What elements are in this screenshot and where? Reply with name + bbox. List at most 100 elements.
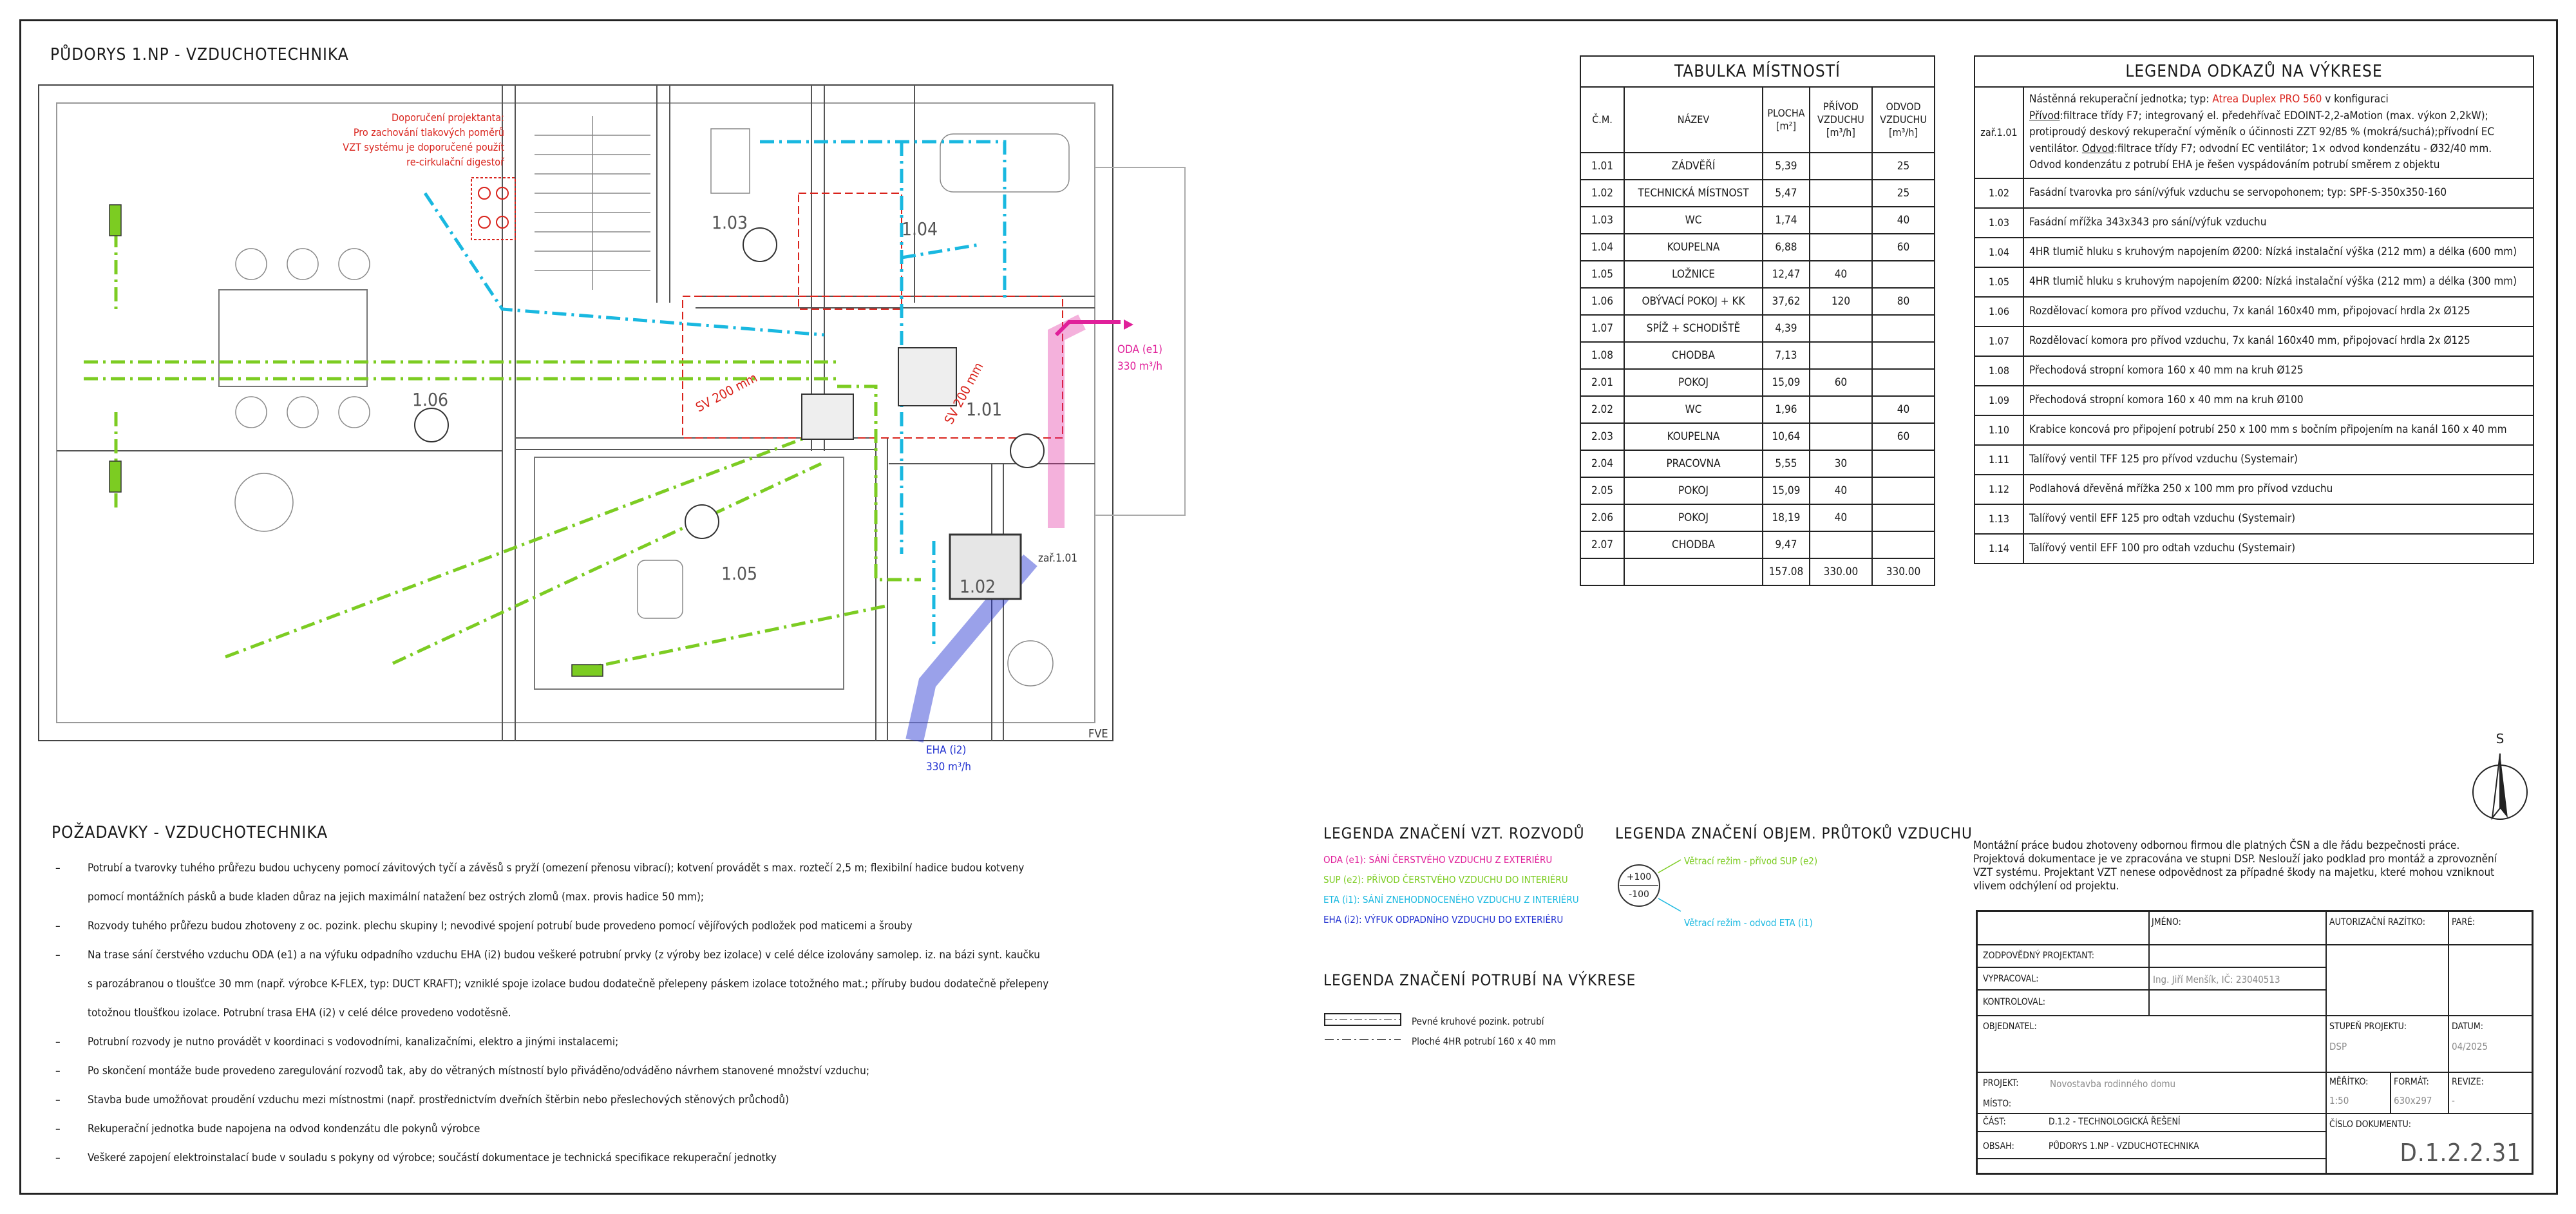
tb-kontroloval-label: KONTROLOVAL: bbox=[1983, 997, 2045, 1007]
room-cell: KOUPELNA bbox=[1624, 233, 1763, 261]
tb-projekt-value: Novostavba rodinného domu bbox=[2050, 1078, 2176, 1090]
room-label-1.06: 1.06 bbox=[412, 389, 448, 410]
tb-zodpovedny-label: ZODPOVĚDNÝ PROJEKTANT: bbox=[1983, 951, 2095, 961]
room-cell: 12,47 bbox=[1762, 260, 1810, 289]
flow-legend-eta: Větrací režim - odvod ETA (i1) bbox=[1684, 917, 1813, 929]
room-cell: 1.05 bbox=[1580, 260, 1625, 289]
legend-desc: Talířový ventil TFF 125 pro přívod vzduc… bbox=[2023, 444, 2534, 475]
legend-code: 1.11 bbox=[1974, 444, 2024, 475]
total-cell: 330.00 bbox=[1808, 558, 1873, 586]
tb-format-label: FORMÁT: bbox=[2394, 1077, 2429, 1087]
tb-datum-label: DATUM: bbox=[2452, 1021, 2484, 1032]
requirement-item: totožnou tloušťkou izolace. Potrubní tra… bbox=[88, 1007, 511, 1020]
valves bbox=[414, 227, 1045, 539]
oda-duct bbox=[1048, 314, 1121, 528]
legend-code: 1.14 bbox=[1974, 533, 2024, 564]
room-cell: 60 bbox=[1871, 233, 1936, 261]
tb-obsah-value: PŮDORYS 1.NP - VZDUCHOTECHNIKA bbox=[2049, 1141, 2199, 1152]
recuperation-unit-icon bbox=[801, 347, 1022, 600]
legend-code: 1.13 bbox=[1974, 503, 2024, 535]
furniture bbox=[234, 128, 1070, 687]
room-cell bbox=[1808, 395, 1873, 424]
room-cell bbox=[1808, 206, 1873, 234]
floor-plan: 1.06 1.05 1.03 1.04 1.01 1.02 FVE SV 200… bbox=[38, 84, 1186, 773]
legend-code: 1.02 bbox=[1974, 177, 2024, 209]
room-cell: POKOJ bbox=[1624, 504, 1763, 532]
duct-legend-item: ODA (e1): SÁNÍ ČERSTVÉHO VZDUCHU Z EXTER… bbox=[1323, 854, 1553, 866]
room-cell: 40 bbox=[1871, 395, 1936, 424]
room-cell bbox=[1808, 422, 1873, 451]
tb-document-number: D.1.2.2.31 bbox=[2400, 1139, 2521, 1167]
eta-ducts bbox=[423, 140, 1007, 644]
tb-cast-value: D.1.2 - TECHNOLOGICKÁ ŘEŠENÍ bbox=[2049, 1117, 2181, 1127]
room-cell: 7,13 bbox=[1762, 341, 1810, 370]
tb-obsah-label: OBSAH: bbox=[1983, 1141, 2014, 1152]
legend-desc: 4HR tlumič hluku s kruhovým napojením Ø2… bbox=[2023, 236, 2534, 268]
room-label-1.03: 1.03 bbox=[712, 212, 748, 233]
eha-duct bbox=[905, 554, 1037, 743]
room-cell: 37,62 bbox=[1762, 287, 1810, 316]
tb-objednatel-label: OBJEDNATEL: bbox=[1983, 1021, 2037, 1032]
requirement-item: Stavba bude umožňovat proudění vzduchu m… bbox=[52, 1086, 1095, 1115]
legend-desc: Rozdělovací komora pro přívod vzduchu, 7… bbox=[2023, 325, 2534, 357]
room-cell: 2.05 bbox=[1580, 477, 1625, 505]
hob-icon bbox=[471, 177, 516, 240]
room-cell: 1.08 bbox=[1580, 341, 1625, 370]
requirement-item: pomocí montážních pásků a bude kladen dů… bbox=[88, 891, 705, 904]
requirements-section: POŽADAVKY - VZDUCHOTECHNIKA Potrubí a tv… bbox=[52, 823, 1095, 1173]
svg-text:S: S bbox=[2496, 731, 2505, 746]
room-cell: 10,64 bbox=[1762, 422, 1810, 451]
room-cell bbox=[1808, 152, 1873, 180]
requirements-list: Potrubí a tvarovky tuhého průřezu budou … bbox=[52, 854, 1095, 1173]
tb-misto-label: MÍSTO: bbox=[1983, 1099, 2012, 1109]
svg-text:Pro zachování tlakových poměrů: Pro zachování tlakových poměrů bbox=[354, 126, 504, 138]
legend-desc: Podlahová dřevěná mřížka 250 x 100 mm pr… bbox=[2023, 473, 2534, 505]
room-table-header: Č.M. NÁZEV PLOCHA [m²] PŘÍVOD VZDUCHU [m… bbox=[1580, 86, 1936, 153]
duct-legend-list: ODA (e1): SÁNÍ ČERSTVÉHO VZDUCHU Z EXTER… bbox=[1323, 850, 1579, 930]
tb-vypracoval-value: Ing. Jiří Menšík, IČ: 23040513 bbox=[2153, 974, 2280, 985]
tb-meritko-label: MĚŘÍTKO: bbox=[2329, 1077, 2369, 1087]
legend-desc: Krabice koncová pro připojení potrubí 25… bbox=[2023, 414, 2534, 446]
drawing-sheet bbox=[19, 19, 2558, 1195]
tb-cast-label: ČÁST: bbox=[1983, 1117, 2006, 1127]
tb-stupen-value: DSP bbox=[2329, 1041, 2347, 1052]
tb-vypracoval-label: VYPRACOVAL: bbox=[1983, 974, 2039, 984]
room-cell: 2.02 bbox=[1580, 395, 1625, 424]
room-cell: POKOJ bbox=[1624, 368, 1763, 397]
legend-code: 1.03 bbox=[1974, 207, 2024, 238]
tb-revize-value: - bbox=[2452, 1095, 2455, 1106]
tb-cislo-label: ČÍSLO DOKUMENTU: bbox=[2329, 1119, 2412, 1130]
fve-label: FVE bbox=[1088, 727, 1108, 741]
room-cell: 9,47 bbox=[1762, 531, 1810, 559]
room-cell: 4,39 bbox=[1762, 314, 1810, 343]
room-cell: 18,19 bbox=[1762, 504, 1810, 532]
header-odvod: ODVOD VZDUCHU [m³/h] bbox=[1871, 86, 1936, 153]
legend-desc-unit: Nástěnná rekuperační jednotka; typ: Atre… bbox=[2023, 86, 2534, 179]
room-cell bbox=[1871, 531, 1936, 559]
legend-code: 1.08 bbox=[1974, 355, 2024, 386]
legend-code: 1.07 bbox=[1974, 325, 2024, 357]
duct-legend-item: EHA (i2): VÝFUK ODPADNÍHO VZDUCHU DO EXT… bbox=[1323, 914, 1564, 925]
requirement-item: Veškeré zapojení elektroinstalací bude v… bbox=[52, 1144, 1095, 1173]
room-cell: 1.01 bbox=[1580, 152, 1625, 180]
room-cell: 1.06 bbox=[1580, 287, 1625, 316]
note-text: Montážní práce budou zhotoveny odbornou … bbox=[1973, 839, 2497, 893]
room-cell: 1.03 bbox=[1580, 206, 1625, 234]
legend-code: 1.12 bbox=[1974, 473, 2024, 505]
header-privod: PŘÍVOD VZDUCHU [m³/h] bbox=[1808, 86, 1873, 153]
requirement-item: Potrubní rozvody je nutno provádět v koo… bbox=[52, 1028, 1095, 1057]
room-cell bbox=[1871, 477, 1936, 505]
room-cell bbox=[1808, 233, 1873, 261]
svg-text:re-cirkulační digestoř: re-cirkulační digestoř bbox=[406, 156, 505, 168]
